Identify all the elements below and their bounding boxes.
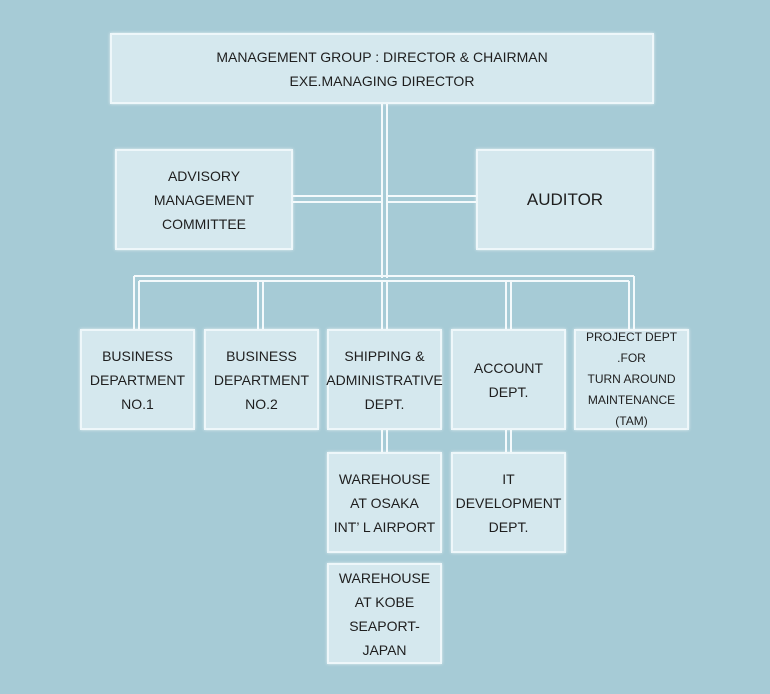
business-department-2-box: BUSINESS DEPARTMENT NO.2 [204,329,319,430]
account-dept-box: ACCOUNT DEPT. [451,329,566,430]
auditor-label: AUDITOR [526,189,604,209]
advisory-line-3: COMMITTEE [162,215,246,232]
shipping-line-2: ADMINISTRATIVE [326,371,443,388]
it-line-1: IT [502,470,515,487]
advisory-committee-box: ADVISORY MANAGEMENT COMMITTEE [115,149,293,250]
it-development-dept-box: IT DEVELOPMENT DEPT. [451,452,566,553]
project-dept-tam-box: PROJECT DEPT .FOR TURN AROUND MAINTENANC… [574,329,689,430]
business2-line-3: NO.2 [245,395,278,412]
management-group-line-2: EXE.MANAGING DIRECTOR [289,72,475,89]
advisory-line-2: MANAGEMENT [153,191,255,208]
warehouse-osaka-box: WAREHOUSE AT OSAKA INT’ L AIRPORT [327,452,442,553]
project-line-1: PROJECT DEPT .FOR [585,330,678,365]
project-line-3: MAINTENANCE [587,393,676,407]
warehouse-osaka-line-3: INT’ L AIRPORT [333,518,436,535]
business1-line-3: NO.1 [121,395,154,412]
warehouse-kobe-line-2: AT KOBE [354,593,415,610]
advisory-line-1: ADVISORY [167,167,241,184]
shipping-line-1: SHIPPING & [344,347,425,364]
management-group-line-1: MANAGEMENT GROUP : DIRECTOR & CHAIRMAN [216,48,548,65]
business1-line-1: BUSINESS [102,347,173,364]
business2-line-2: DEPARTMENT [213,371,310,388]
shipping-line-3: DEPT. [364,395,405,412]
it-line-3: DEPT. [488,518,529,535]
warehouse-kobe-box: WAREHOUSE AT KOBE SEAPORT-JAPAN [327,563,442,664]
management-group-box: MANAGEMENT GROUP : DIRECTOR & CHAIRMAN E… [110,33,654,104]
warehouse-osaka-line-1: WAREHOUSE [338,470,431,487]
business-department-1-box: BUSINESS DEPARTMENT NO.1 [80,329,195,430]
account-label: ACCOUNT DEPT. [473,359,544,400]
project-line-4: (TAM) [615,414,648,428]
business2-line-1: BUSINESS [226,347,297,364]
business1-line-2: DEPARTMENT [89,371,186,388]
warehouse-kobe-line-1: WAREHOUSE [338,569,431,586]
warehouse-kobe-line-3: SEAPORT-JAPAN [349,617,420,658]
warehouse-osaka-line-2: AT OSAKA [350,494,419,511]
auditor-box: AUDITOR [476,149,654,250]
project-line-2: TURN AROUND [587,372,676,386]
shipping-admin-dept-box: SHIPPING & ADMINISTRATIVE DEPT. [326,329,443,430]
it-line-2: DEVELOPMENT [455,494,562,511]
